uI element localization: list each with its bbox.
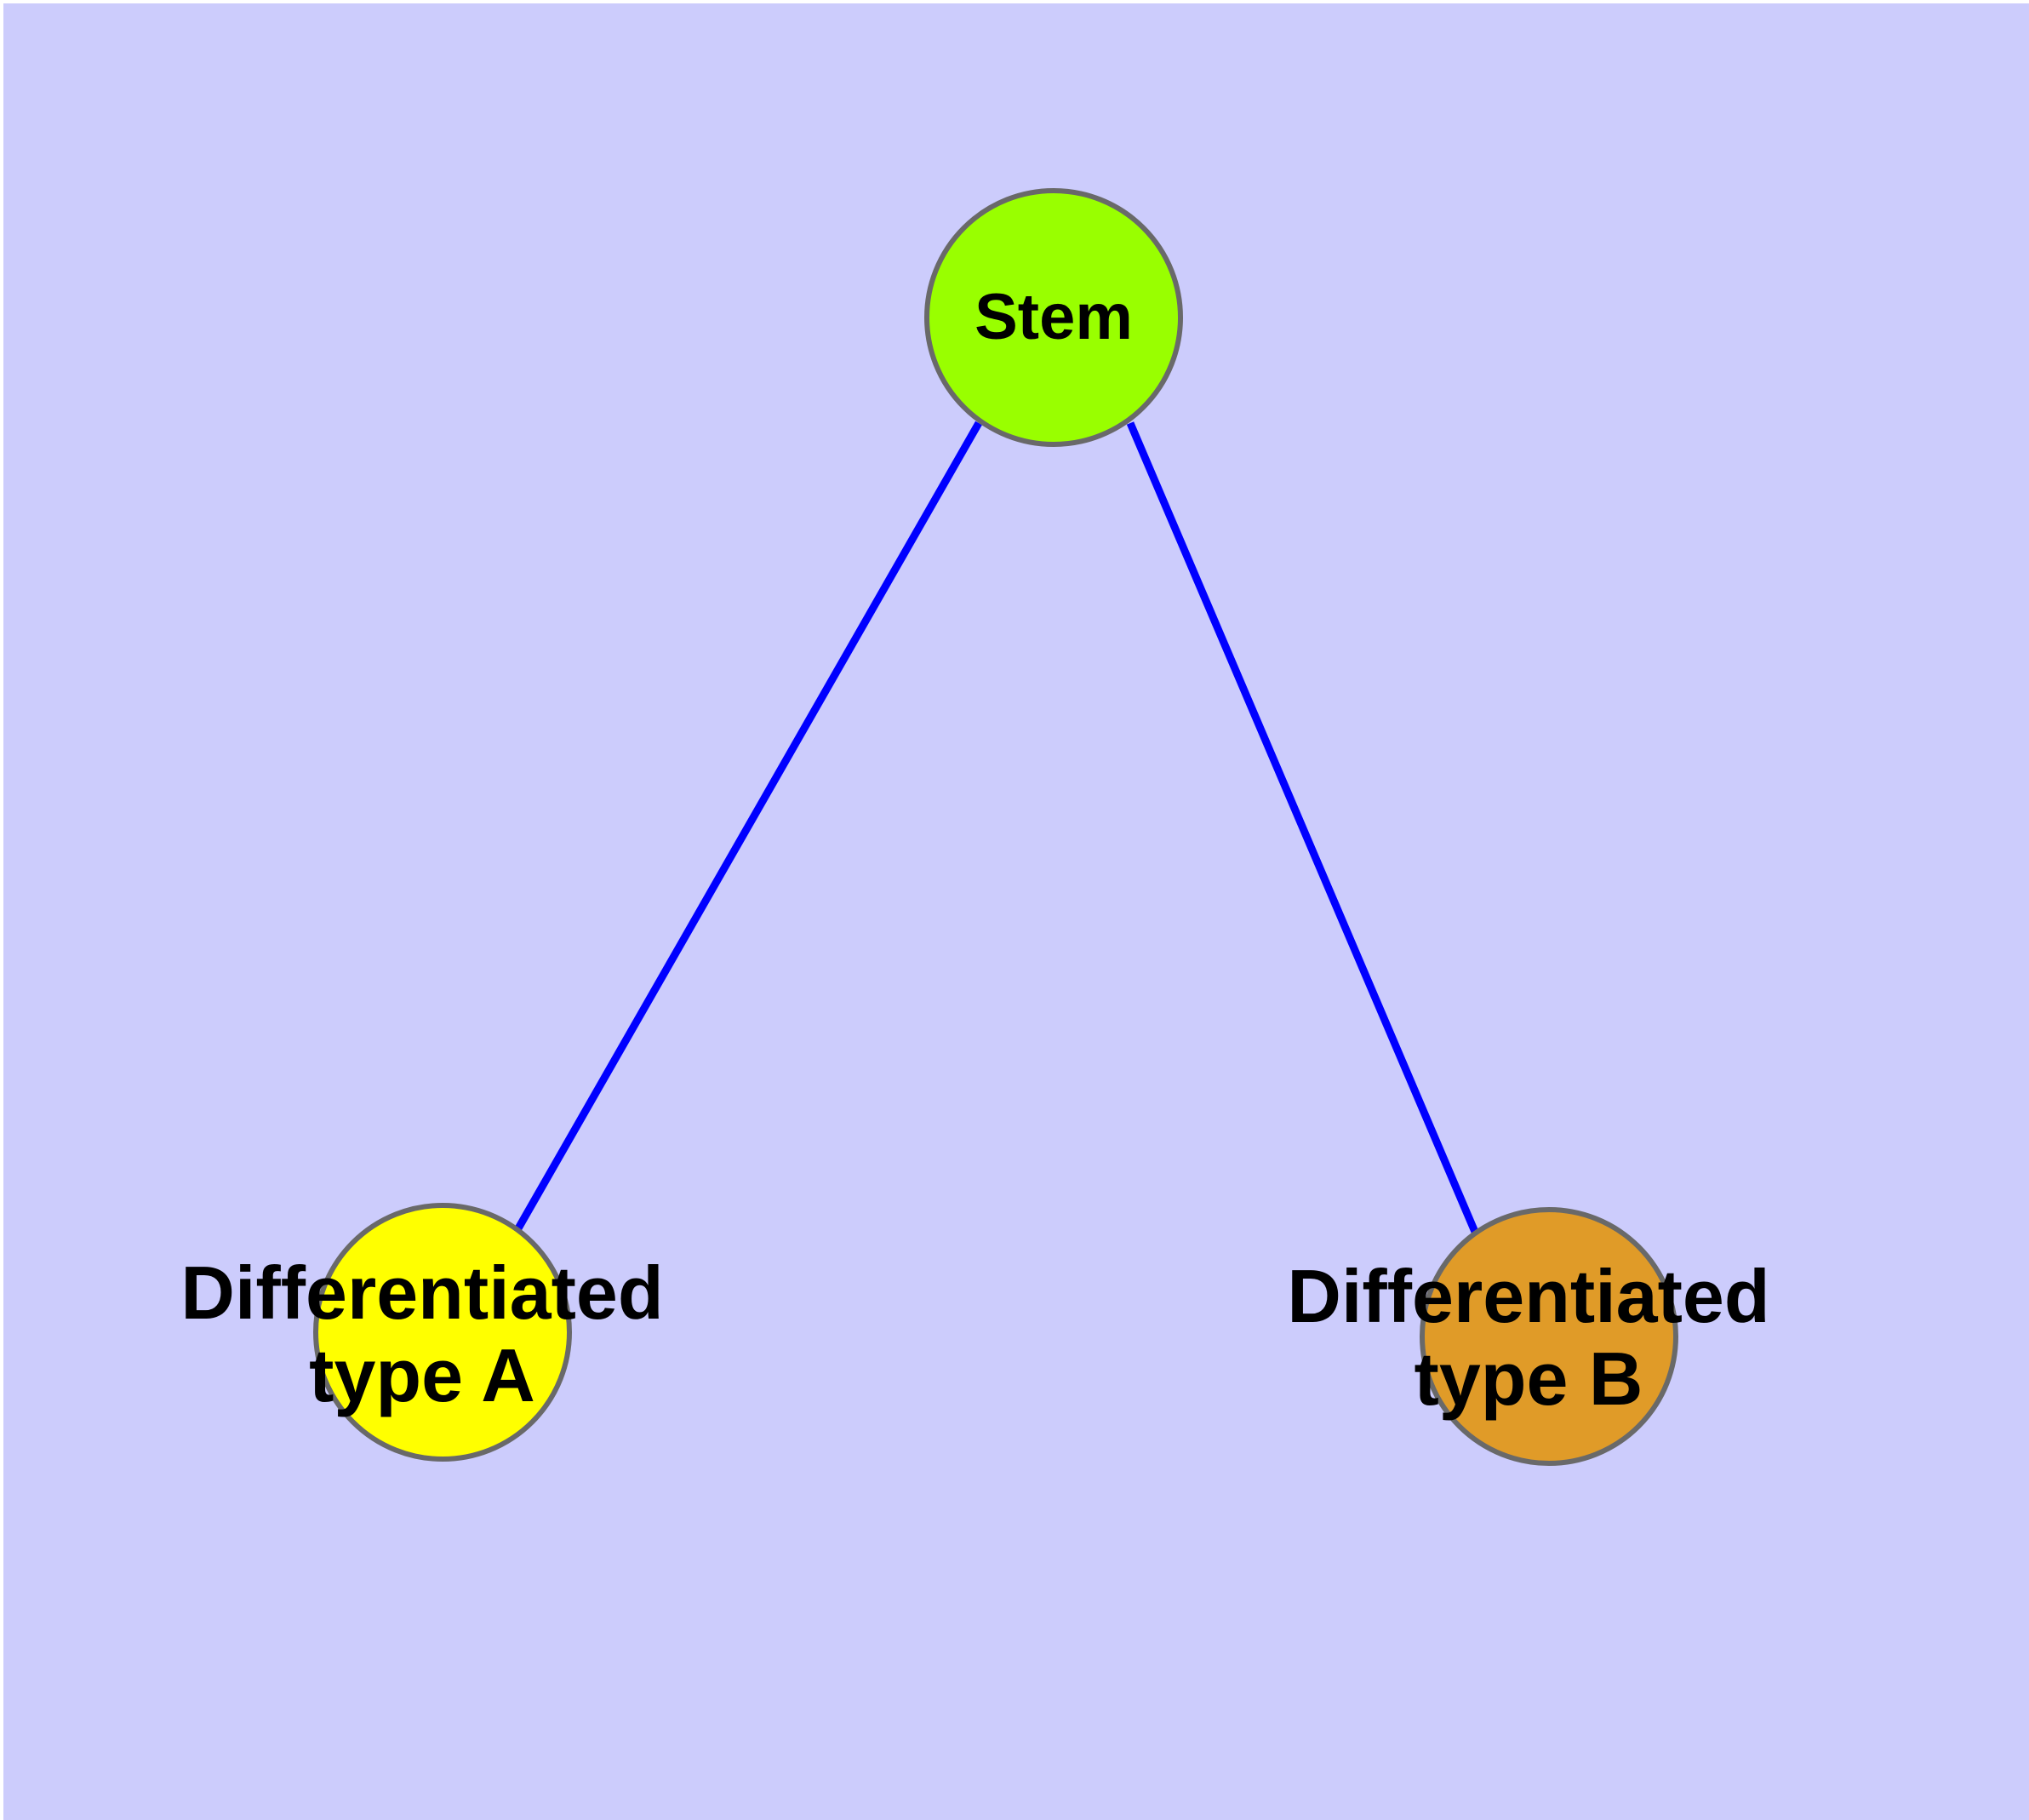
edge-layer xyxy=(515,421,1479,1233)
edge-stem-to-differentiated-type-b xyxy=(1126,421,1479,1233)
node-differentiated-type-a[interactable] xyxy=(313,1203,572,1462)
edge-stem-to-differentiated-type-a xyxy=(515,421,982,1231)
node-layer xyxy=(313,188,1678,1466)
node-differentiated-type-b[interactable] xyxy=(1420,1207,1678,1466)
node-stem[interactable] xyxy=(924,188,1183,447)
